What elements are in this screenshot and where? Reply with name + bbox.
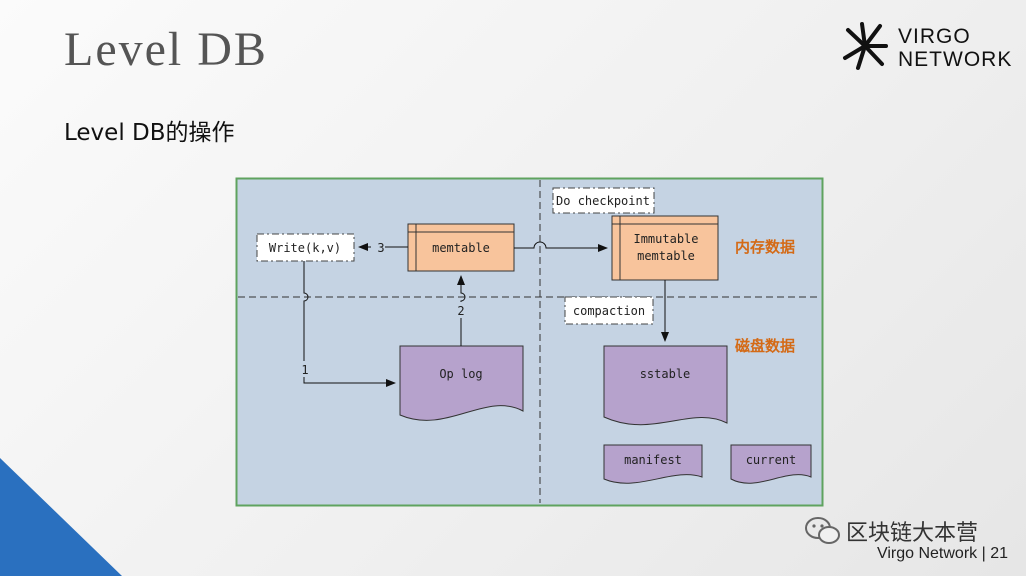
wechat-icon [805,517,840,544]
arrow-to-immutable [514,241,608,252]
page-title: Level DB [64,23,268,76]
virgo-network-logo: VIRGO NETWORK [842,20,1022,72]
step-1-bg [298,361,311,377]
immutable-memtable-box: Immutable memtable [611,215,719,281]
current-file: current [730,444,812,484]
compaction-label: compaction [573,304,645,318]
write-kv-label: Write(k,v) [269,241,341,255]
watermark-text: 区块链大本营 [846,521,979,546]
manifest-file: manifest [603,444,703,484]
memory-zone-label: 内存数据 [735,238,795,256]
memtable-box: memtable [407,223,515,272]
logo-line2: NETWORK [898,48,1013,71]
logo-line1: VIRGO [898,25,971,48]
oplog-label: Op log [439,367,482,381]
step-3-label: 3 [377,241,384,255]
arrow-2 [457,275,466,346]
slide-subtitle: Level DB的操作 [64,120,235,146]
corner-accent [0,458,122,576]
step-1-label: 1 [301,363,308,377]
do-checkpoint-box: Do checkpoint [552,187,655,214]
write-kv-box: Write(k,v) [256,233,355,262]
manifest-label: manifest [624,453,682,467]
diagram-background [235,177,824,507]
leveldb-diagram: Write(k,v) memtable 3 Do checkpoint Immu… [235,177,824,507]
compaction-box: compaction [564,296,654,325]
do-checkpoint-label: Do checkpoint [556,194,650,208]
current-label: current [746,453,797,467]
memtable-label: memtable [432,241,490,255]
immutable-line1: Immutable [633,232,698,246]
step-3-bg [371,239,385,255]
step-2-label: 2 [457,304,464,318]
immutable-line2: memtable [637,249,695,263]
sstable-label: sstable [640,367,691,381]
sstable-file: sstable [603,345,728,426]
disk-zone-label: 磁盘数据 [735,337,795,355]
arrow-1 [303,261,396,387]
slide-footer: Virgo Network | 21 [876,545,1008,562]
virgo-logo-icon [843,22,888,70]
step-2-bg [454,302,468,318]
oplog-file: Op log [399,345,524,421]
